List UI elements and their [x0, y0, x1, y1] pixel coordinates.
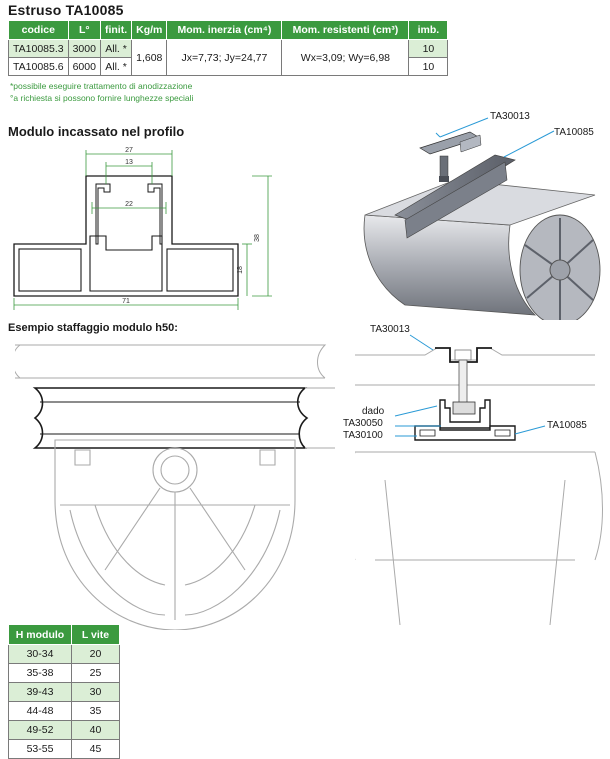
cell-h: 49-52 — [8, 720, 72, 740]
cell-codice: TA10085.3 — [8, 39, 69, 58]
col-l-vite: L vite — [71, 624, 120, 645]
mounting-example-drawing — [15, 344, 335, 630]
callout-leaders-top — [435, 117, 555, 158]
cell-finish: All. * — [99, 57, 133, 76]
profile-section-drawing: 27 13 22 71 38 18 — [13, 147, 272, 310]
cell-finish: All. * — [99, 39, 133, 58]
dim-18: 18 — [237, 266, 244, 274]
table-row: 35-38 25 — [8, 663, 120, 683]
cell-pack: 10 — [408, 39, 449, 58]
callout-ta10085-bottom: TA10085 — [547, 420, 587, 431]
cell-l: 40 — [71, 720, 120, 740]
table-row: 49-52 40 — [8, 720, 120, 740]
cell-resist: Wx=3,09; Wy=6,98 — [281, 39, 410, 76]
vite-header-row: H modulo L vite — [8, 624, 120, 645]
note-anodizing: *possibile eseguire trattamento di anodi… — [10, 81, 193, 91]
cell-codice: TA10085.6 — [8, 57, 69, 76]
col-length: L° — [67, 20, 101, 40]
dim-13: 13 — [125, 159, 133, 166]
col-resist: Mom. resistenti (cm³) — [281, 20, 410, 40]
module-3d-render — [363, 131, 601, 320]
table-row: 39-43 30 — [8, 682, 120, 702]
callout-ta30050: TA30050 — [343, 418, 383, 429]
cell-h: 30-34 — [8, 644, 72, 664]
col-h-modulo: H modulo — [8, 624, 72, 645]
cell-inertia: Jx=7,73; Jy=24,77 — [166, 39, 283, 76]
cell-length: 6000 — [67, 57, 101, 76]
section-title-incassato: Modulo incassato nel profilo — [8, 124, 185, 139]
callout-ta30100: TA30100 — [343, 430, 383, 441]
page-title: Estruso TA10085 — [8, 2, 124, 18]
cell-h: 44-48 — [8, 701, 72, 721]
cell-pack: 10 — [408, 57, 449, 76]
callout-ta30013-bottom: TA30013 — [370, 324, 410, 335]
section-title-staffaggio: Esempio staffaggio modulo h50: — [8, 322, 178, 334]
table-row: TA10085.6 6000 All. * 10 — [8, 57, 449, 76]
note-lengths: °a richiesta si possono fornire lunghezz… — [10, 93, 194, 103]
spec-table: codice L° finit. Kg/m Mom. inerzia (cm⁴)… — [8, 20, 449, 76]
cell-length: 3000 — [67, 39, 101, 58]
table-row: 30-34 20 — [8, 644, 120, 664]
table-row: TA10085.3 3000 All. * 1,608 Jx=7,73; Jy=… — [8, 39, 449, 76]
cell-l: 20 — [71, 644, 120, 664]
col-codice: codice — [8, 20, 69, 40]
callout-dado: dado — [362, 406, 385, 417]
callout-ta30013-top: TA30013 — [490, 111, 530, 122]
cell-h: 35-38 — [8, 663, 72, 683]
col-inertia: Mom. inerzia (cm⁴) — [166, 20, 283, 40]
table-row: 44-48 35 — [8, 701, 120, 721]
dim-22: 22 — [125, 201, 133, 208]
col-kgm: Kg/m — [131, 20, 168, 40]
cell-h: 39-43 — [8, 682, 72, 702]
cell-l: 30 — [71, 682, 120, 702]
screw-length-table: H modulo L vite 30-34 20 35-38 25 39-43 … — [8, 624, 120, 759]
dim-71: 71 — [122, 298, 130, 305]
col-finish: finit. — [99, 20, 133, 40]
cell-l: 35 — [71, 701, 120, 721]
callout-ta10085-top: TA10085 — [554, 127, 594, 138]
dim-38: 38 — [254, 234, 261, 242]
cell-l: 25 — [71, 663, 120, 683]
col-pack: imb. — [408, 20, 449, 40]
dim-27: 27 — [125, 147, 133, 154]
mounting-detail-drawing — [355, 334, 603, 625]
spec-header-row: codice L° finit. Kg/m Mom. inerzia (cm⁴)… — [8, 20, 449, 40]
cell-kgm: 1,608 — [131, 39, 168, 76]
